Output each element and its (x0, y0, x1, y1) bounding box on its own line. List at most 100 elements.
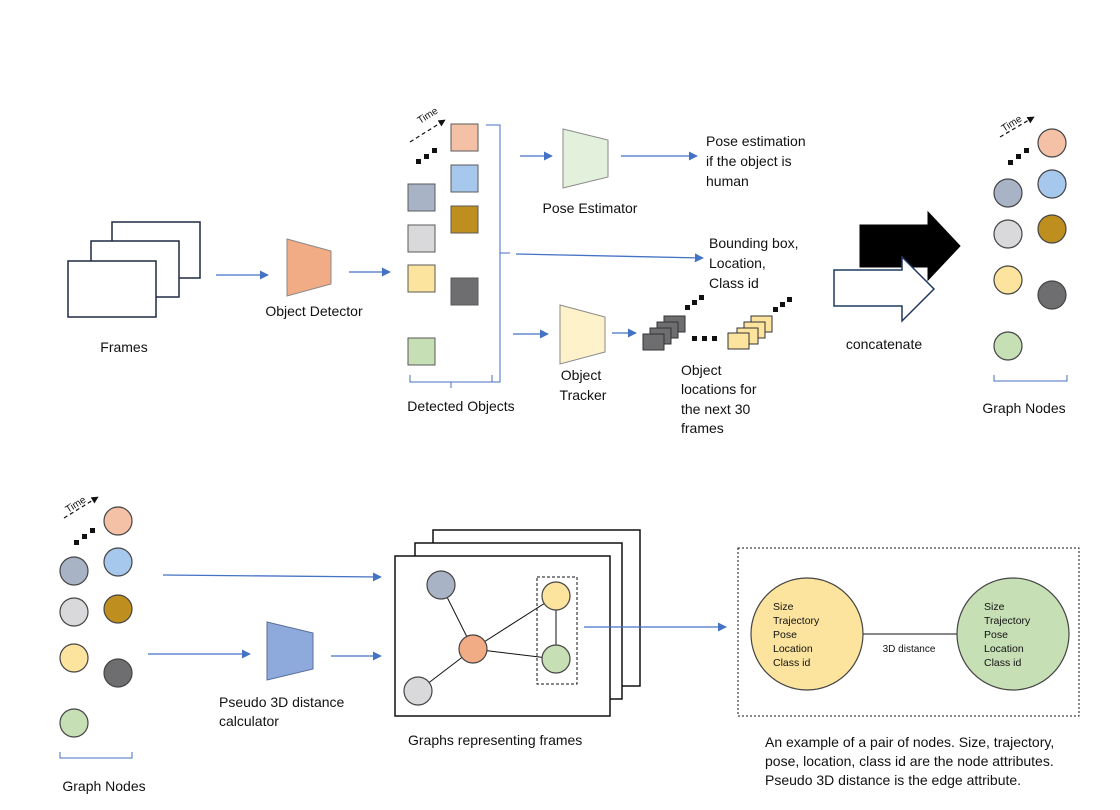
svg-text:Tracker: Tracker (560, 387, 607, 403)
node-attributes-right: Size Trajectory Pose Location Class id (984, 601, 1031, 669)
arrow-nodes-to-graphs (162, 572, 382, 582)
svg-text:Pose estimation: Pose estimation (706, 133, 806, 149)
time-label: Time (416, 105, 441, 126)
distance-calculator-shape (266, 621, 314, 681)
object-square (407, 337, 436, 366)
frames-stack (67, 221, 201, 318)
graph-frames-stack (394, 529, 641, 717)
graphs-label: Graphs representing frames (408, 732, 582, 748)
node-green-large (956, 577, 1070, 691)
node-circle (103, 658, 133, 688)
node-circle (426, 570, 456, 600)
concat-arrow-black (859, 210, 961, 282)
time-arrow: Time (999, 113, 1035, 138)
svg-text:Pseudo 3D distance: Pseudo 3D distance (219, 694, 345, 710)
svg-text:Class id: Class id (984, 657, 1022, 669)
node-circle (993, 178, 1023, 208)
nodes-bracket (59, 752, 133, 759)
ellipsis-dots (74, 528, 95, 545)
node-circle (541, 644, 571, 674)
svg-text:Object: Object (681, 362, 722, 378)
object-detector-shape (286, 238, 332, 297)
ellipsis-dots (1008, 148, 1029, 165)
detected-objects (407, 123, 479, 366)
svg-text:Location: Location (984, 643, 1024, 655)
node-circle (1037, 214, 1067, 244)
caption: An example of a pair of nodes. Size, tra… (765, 734, 1054, 788)
tracked-locations-gray (642, 295, 704, 351)
svg-text:Pose: Pose (984, 629, 1008, 641)
graph-nodes-top (993, 128, 1067, 361)
node-circle (59, 643, 89, 673)
svg-text:frames: frames (681, 420, 724, 436)
edge-label: 3D distance (883, 644, 936, 655)
node-circle (1037, 280, 1067, 310)
svg-text:human: human (706, 173, 749, 189)
bbox-output-text: Bounding box, Location, Class id (709, 235, 799, 291)
node-circle (541, 581, 571, 611)
svg-text:Location: Location (773, 643, 813, 655)
ellipsis-dots (416, 148, 437, 164)
svg-text:Pose: Pose (773, 629, 797, 641)
concatenate-label: concatenate (846, 336, 922, 352)
pose-output-text: Pose estimation if the object is human (706, 133, 806, 189)
object-tracker-label: Object Tracker (560, 367, 607, 403)
tracked-locations-yellow (727, 297, 792, 350)
object-square (450, 164, 479, 193)
object-tracker-shape (559, 304, 606, 365)
svg-text:calculator: calculator (219, 713, 279, 729)
pose-estimator-label: Pose Estimator (543, 200, 638, 216)
selected-pair-box (536, 576, 578, 685)
distance-calculator-label: Pseudo 3D distance calculator (219, 694, 345, 729)
graph-nodes-bottom (59, 506, 133, 738)
detected-objects-label: Detected Objects (407, 398, 514, 414)
svg-text:Location,: Location, (709, 255, 766, 271)
svg-text:An example of a pair of nodes.: An example of a pair of nodes. Size, tra… (765, 734, 1054, 750)
ellipsis-dots (692, 336, 717, 341)
node-circle (103, 594, 133, 624)
node-circle (59, 708, 89, 738)
object-square (450, 205, 479, 234)
right-brace (486, 124, 501, 383)
svg-text:Trajectory: Trajectory (773, 615, 820, 627)
pose-estimator-shape (562, 128, 609, 189)
object-square (407, 264, 436, 293)
object-square (450, 277, 479, 306)
graph-nodes-label-top: Graph Nodes (982, 400, 1065, 416)
node-circle (103, 506, 133, 536)
arrow-to-bbox (515, 253, 704, 263)
svg-text:Time: Time (1000, 113, 1025, 134)
svg-text:locations for: locations for (681, 381, 757, 397)
node-circle (103, 547, 133, 577)
time-arrow: Time (409, 105, 446, 143)
svg-text:Trajectory: Trajectory (984, 615, 1031, 627)
svg-text:Time: Time (64, 494, 89, 515)
node-attributes-left: Size Trajectory Pose Location Class id (773, 601, 820, 669)
svg-text:Size: Size (773, 601, 794, 613)
objects-bracket (409, 375, 493, 383)
node-circle (1037, 128, 1067, 158)
graph-nodes-label-bottom: Graph Nodes (62, 778, 145, 794)
node-yellow-large (750, 577, 864, 691)
object-square (407, 183, 436, 212)
node-circle (993, 219, 1023, 249)
node-circle (993, 331, 1023, 361)
svg-text:Pseudo 3D distance is the edge: Pseudo 3D distance is the edge attribute… (765, 772, 1021, 788)
node-circle (59, 556, 89, 586)
svg-text:Object: Object (561, 367, 602, 383)
node-circle (59, 597, 89, 627)
frames-label: Frames (100, 339, 147, 355)
object-square (450, 123, 479, 152)
svg-text:Class id: Class id (773, 657, 811, 669)
node-circle (403, 676, 433, 706)
node-circle (993, 265, 1023, 295)
svg-text:Bounding box,: Bounding box, (709, 235, 799, 251)
node-circle (458, 634, 488, 664)
time-arrow: Time (63, 494, 99, 519)
tracker-output-text: Object locations for the next 30 frames (681, 362, 757, 436)
object-detector-label: Object Detector (265, 303, 363, 319)
svg-text:Size: Size (984, 601, 1005, 613)
concat-arrow-white (833, 255, 936, 323)
svg-text:the next 30: the next 30 (681, 401, 750, 417)
